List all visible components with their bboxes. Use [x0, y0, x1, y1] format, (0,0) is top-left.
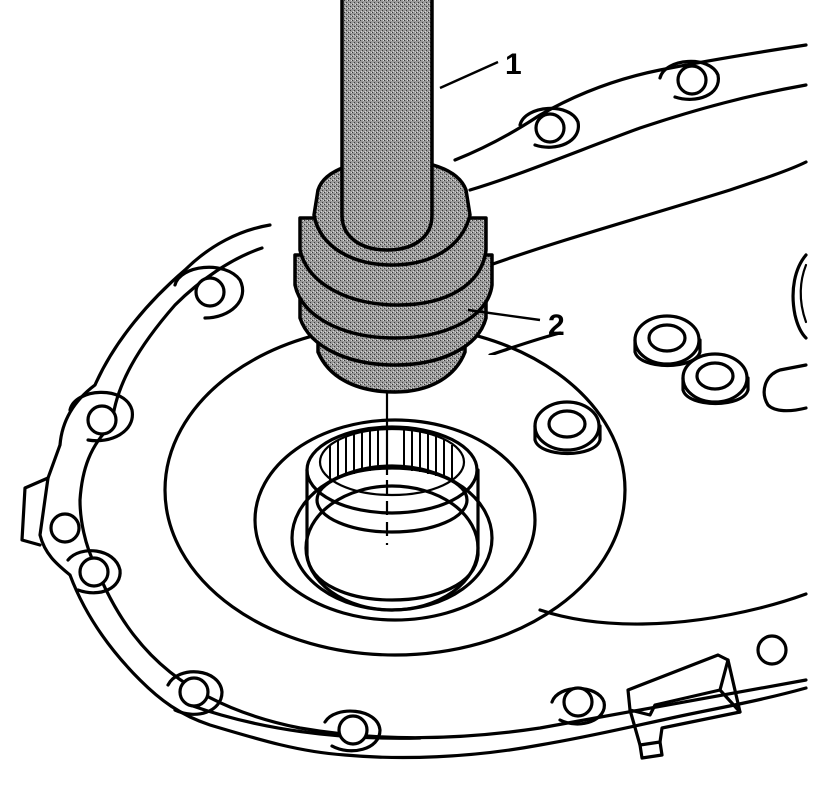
callout-2: 2 — [467, 308, 565, 342]
bolt-hole — [756, 634, 788, 666]
bolt-hole — [68, 390, 134, 443]
mounting-tab — [626, 653, 742, 760]
bolt-holes — [49, 59, 788, 753]
case-outer-flange — [38, 223, 808, 760]
bolt-hole — [173, 265, 245, 320]
bore-middle-ring — [253, 418, 537, 622]
bearing-needle-cage — [318, 427, 466, 497]
bolt-hole — [518, 106, 580, 149]
callout-1-leader — [439, 60, 499, 90]
bolt-hole — [166, 670, 224, 716]
bearing-bore — [315, 466, 469, 534]
bearing-outer-wall — [305, 468, 480, 602]
dowel-boss — [681, 352, 750, 406]
dowel-boss — [633, 314, 702, 368]
case-top-edge — [453, 43, 808, 162]
case-right-lower — [538, 592, 808, 626]
case-inner-flange — [78, 246, 808, 740]
bolt-hole — [658, 59, 720, 101]
case-ridge — [488, 160, 808, 267]
bore-seat-inner — [304, 484, 480, 612]
driver-handle — [340, 0, 434, 252]
case-right-arc-inner — [799, 263, 808, 324]
case-right-step — [762, 363, 808, 413]
bolt-hole — [66, 549, 122, 595]
bolt-hole — [550, 686, 606, 726]
case-top-edge-inner — [468, 83, 808, 192]
case-bottom-lip — [188, 703, 422, 740]
callout-2-leader — [467, 308, 541, 322]
case-housing — [38, 43, 808, 760]
dowel-bosses — [533, 314, 750, 456]
callout-1: 1 — [439, 48, 522, 90]
case-ridge-2 — [488, 331, 562, 357]
driver-handle-shaft — [340, 0, 434, 252]
needle-bearing — [305, 425, 480, 602]
case-left-ear — [20, 476, 50, 547]
bearing-top-rim — [305, 425, 479, 515]
callout-2-label: 2 — [548, 309, 565, 342]
dowel-boss — [533, 400, 602, 456]
bearing-needles — [329, 429, 453, 480]
case-right-arc — [791, 253, 808, 340]
callout-1-label: 1 — [505, 48, 522, 81]
bolt-hole — [323, 709, 382, 753]
bolt-hole — [49, 512, 81, 544]
